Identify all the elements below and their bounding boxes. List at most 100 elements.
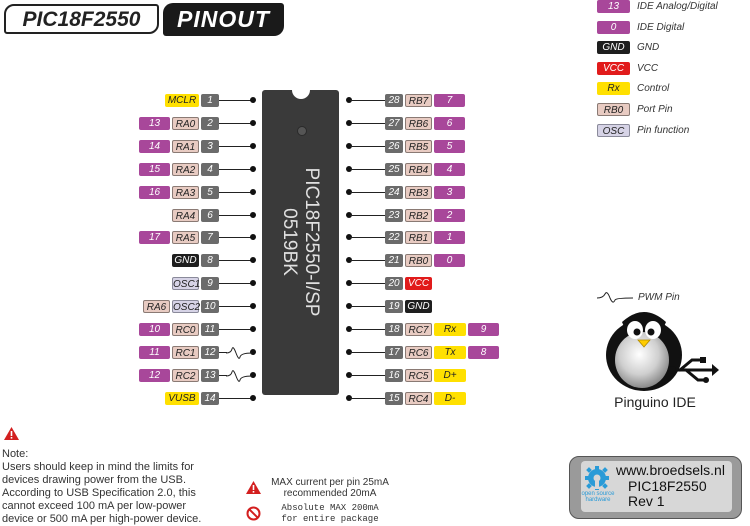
pin-lead [219, 260, 252, 261]
diagram-subtitle: PINOUT [163, 3, 284, 36]
pin-14-ctrl-label: VUSB [165, 392, 199, 405]
pin-lead [219, 352, 227, 353]
legend-swatch-port: RB0 [597, 103, 630, 116]
max-pin-current: MAX current per pin 25mA recommended 20m… [265, 477, 395, 499]
prohibited-icon [246, 506, 261, 521]
pin-15-ctrl-label: D- [434, 392, 466, 405]
pin-dot [346, 143, 352, 149]
pin-dot [250, 326, 256, 332]
pin-number-3: 3 [201, 140, 219, 153]
pinguino-mascot-icon [606, 312, 719, 391]
pin-number-22: 22 [385, 231, 403, 244]
pin-lead [219, 306, 252, 307]
pin-number-5: 5 [201, 186, 219, 199]
max-pin-line1: MAX current per pin 25mA [271, 477, 389, 488]
pin-dot [346, 120, 352, 126]
note-body: Users should keep in mind the limits for… [2, 461, 202, 525]
pin-number-7: 7 [201, 231, 219, 244]
pin-number-19: 19 [385, 300, 403, 313]
pin-number-24: 24 [385, 186, 403, 199]
pin-5-port-label: RA3 [172, 186, 199, 199]
diagram-title: PIC18F2550 [4, 4, 159, 34]
chip-notch [292, 90, 310, 99]
pin-dot [346, 212, 352, 218]
pin-dot [250, 372, 256, 378]
pin-1-ctrl-label: MCLR [165, 94, 199, 107]
pin-2-analog-label: 13 [139, 117, 170, 130]
osh-line1: open source [581, 491, 615, 497]
pin-lead [219, 215, 252, 216]
pin-number-2: 2 [201, 117, 219, 130]
pin-dot [346, 166, 352, 172]
pin-dot [346, 349, 352, 355]
pin-lead [219, 192, 252, 193]
open-source-hardware-logo-icon [585, 466, 609, 490]
legend-swatch-func: OSC [597, 123, 630, 137]
pin-lead [350, 123, 385, 124]
pin-4-analog-label: 15 [139, 163, 170, 176]
pin-number-16: 16 [385, 369, 403, 382]
pin-number-14: 14 [201, 392, 219, 405]
pin-number-10: 10 [201, 300, 219, 313]
pin-number-27: 27 [385, 117, 403, 130]
pin-dot [250, 143, 256, 149]
pin-26-port-label: RB5 [405, 140, 432, 153]
pin-27-digital-label: 6 [434, 117, 465, 130]
pin-number-21: 21 [385, 254, 403, 267]
pin-16-ctrl-label: D+ [434, 369, 466, 382]
chip-lot-code: 0519BK [279, 208, 300, 276]
board-name: PIC18F2550 [628, 478, 707, 494]
pin-13-digital-label: 12 [139, 369, 170, 382]
pin-26-digital-label: 5 [434, 140, 465, 153]
pin-17-digital-label: 8 [468, 346, 499, 359]
pin-dot [346, 234, 352, 240]
pin-dot [346, 97, 352, 103]
pin-dot [250, 303, 256, 309]
pin-27-port-label: RB6 [405, 117, 432, 130]
pin-dot [250, 189, 256, 195]
pin-22-digital-label: 1 [434, 231, 465, 244]
pin-dot [346, 257, 352, 263]
pin-lead [350, 192, 385, 193]
pin-number-8: 8 [201, 254, 219, 267]
pin-22-port-label: RB1 [405, 231, 432, 244]
pin-lead [219, 329, 252, 330]
mascot-label: Pinguino IDE [614, 394, 696, 410]
pin-23-port-label: RB2 [405, 209, 432, 222]
pin-20-vcc-label: VCC [405, 277, 432, 290]
pin-10-port-label: RA6 [143, 300, 170, 313]
pin-lead [350, 283, 385, 284]
warning-icon [246, 481, 261, 494]
pin-18-digital-label: 9 [468, 323, 499, 336]
pin-number-15: 15 [385, 392, 403, 405]
note-heading: Note: [2, 448, 29, 460]
pin-28-digital-label: 7 [434, 94, 465, 107]
pin-13-port-label: RC2 [172, 369, 199, 382]
legend-label-digital: IDE Digital [637, 21, 685, 33]
pin-7-port-label: RA5 [172, 231, 199, 244]
pin-12-port-label: RC1 [172, 346, 199, 359]
chip-marking: PIC18F2550-I/SP 0519BK [278, 168, 322, 317]
osh-line2: hardware [585, 497, 611, 503]
pin-dot [250, 234, 256, 240]
pin-24-digital-label: 3 [434, 186, 465, 199]
pin-lead [219, 398, 252, 399]
pin-number-20: 20 [385, 277, 403, 290]
legend-swatch-analog: 13 [597, 0, 630, 13]
board-url: www.broedsels.nl [616, 462, 725, 478]
pin-17-port-label: RC6 [405, 346, 432, 359]
pin-18-ctrl-label: Rx [434, 323, 466, 336]
max-package-current: Absolute MAX 200mA for entire package [265, 503, 395, 525]
pin-dot [250, 166, 256, 172]
pin-dot [250, 280, 256, 286]
pin-21-port-label: RB0 [405, 254, 432, 267]
pin-lead [350, 146, 385, 147]
pin-lead [350, 329, 385, 330]
pin-lead [350, 306, 385, 307]
pin-number-6: 6 [201, 209, 219, 222]
pin-19-gnd-label: GND [405, 300, 432, 313]
pin1-marker [297, 126, 307, 136]
pin-11-digital-label: 10 [139, 323, 170, 336]
pin-dot [250, 395, 256, 401]
pin-dot [250, 257, 256, 263]
